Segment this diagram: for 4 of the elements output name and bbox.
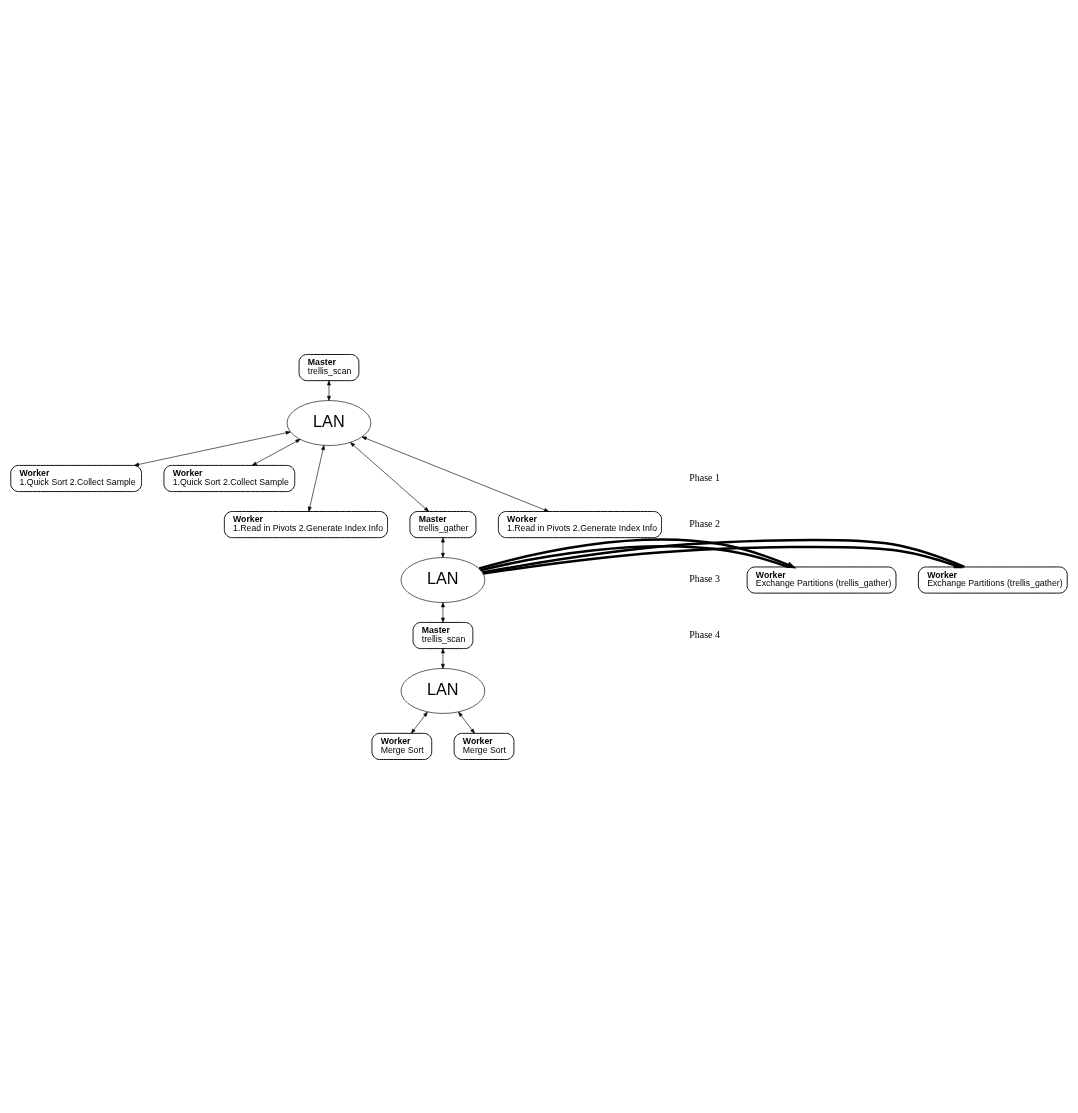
label: Phase 3 — [689, 572, 720, 584]
label: Phase 4 — [689, 628, 720, 640]
label: Phase 1 — [689, 471, 720, 483]
label: Phase 2 — [689, 517, 720, 529]
